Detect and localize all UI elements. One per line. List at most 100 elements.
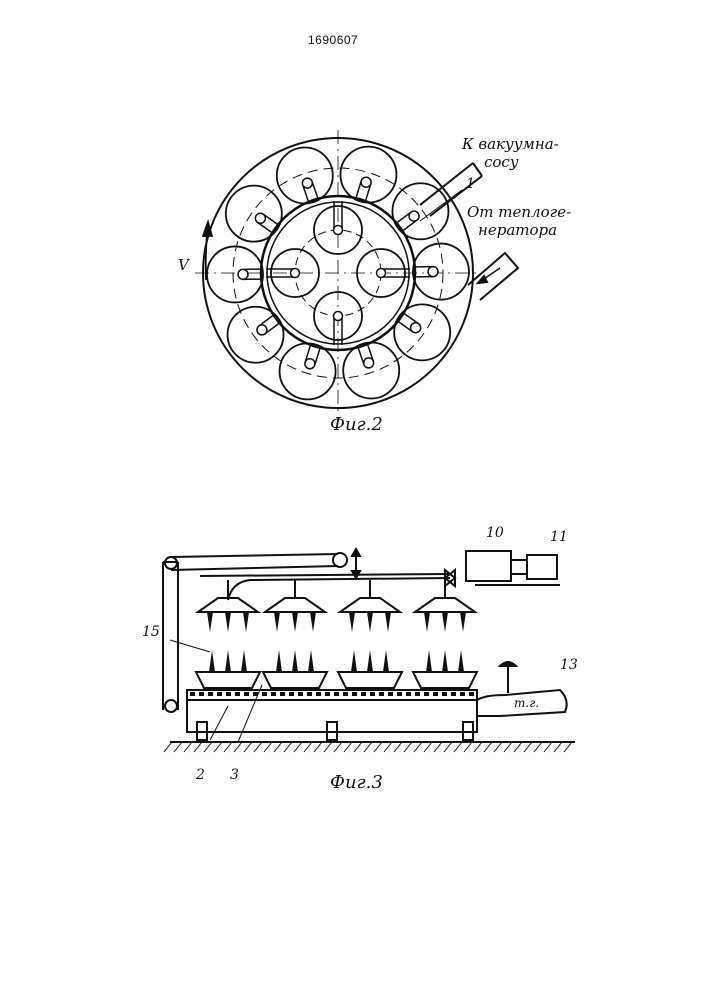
conveyor-link — [370, 692, 375, 696]
hatch-line — [324, 742, 332, 752]
hatch-line — [414, 742, 422, 752]
nozzle — [367, 612, 373, 632]
spray-head — [265, 598, 325, 612]
hatch-line — [444, 742, 452, 752]
mold-pin — [241, 650, 247, 672]
conveyor-link — [217, 692, 222, 696]
spray-head — [340, 598, 400, 612]
hatch-line — [454, 742, 462, 752]
hatch-line — [514, 742, 522, 752]
hatch-line — [164, 742, 172, 752]
conveyor-link — [469, 692, 474, 696]
mold-pin — [308, 650, 314, 672]
hatch-line — [174, 742, 182, 752]
motor-11 — [527, 555, 557, 579]
conveyor-link — [235, 692, 240, 696]
leader-line-3 — [238, 685, 262, 742]
nozzle — [310, 612, 316, 632]
mold — [413, 672, 477, 688]
mold-pin — [367, 650, 373, 672]
hatch-line — [434, 742, 442, 752]
nozzle — [385, 612, 391, 632]
hatch-line — [544, 742, 552, 752]
mold-pin — [426, 650, 432, 672]
hatch-line — [404, 742, 412, 752]
conveyor-link — [415, 692, 420, 696]
hatch-line — [374, 742, 382, 752]
conveyor-link — [190, 692, 195, 696]
conveyor-link — [316, 692, 321, 696]
hatch-line — [184, 742, 192, 752]
conveyor-link — [424, 692, 429, 696]
conveyor-link — [442, 692, 447, 696]
conveyor-link — [433, 692, 438, 696]
spray-heads — [198, 580, 475, 632]
hatch-line — [424, 742, 432, 752]
conveyor-link — [199, 692, 204, 696]
figure-3-caption: Фиг.3 — [330, 774, 383, 792]
conveyor-link — [298, 692, 303, 696]
mold-pin — [292, 650, 298, 672]
conveyor-link — [379, 692, 384, 696]
mold-pin — [458, 650, 464, 672]
conveyor-2 — [187, 700, 477, 732]
hatch-line — [224, 742, 232, 752]
leader-line-2 — [210, 706, 228, 740]
conveyor-link — [289, 692, 294, 696]
conveyor-link — [262, 692, 267, 696]
conveyor-link — [280, 692, 285, 696]
hatch-line — [214, 742, 222, 752]
mold-pin — [383, 650, 389, 672]
hatch-line — [494, 742, 502, 752]
mold — [196, 672, 260, 688]
nozzle — [207, 612, 213, 632]
nozzle — [292, 612, 298, 632]
hatch-line — [294, 742, 302, 752]
hatch-line — [474, 742, 482, 752]
hatch-line — [274, 742, 282, 752]
conveyor-link — [325, 692, 330, 696]
part-number-2: 2 — [196, 768, 205, 782]
nozzle — [424, 612, 430, 632]
hatch-line — [504, 742, 512, 752]
hatch-line — [384, 742, 392, 752]
leader-line-15 — [170, 640, 210, 652]
conveyor-link — [460, 692, 465, 696]
spray-head — [415, 598, 475, 612]
hatch-line — [364, 742, 372, 752]
hatch-line — [534, 742, 542, 752]
hatch-line — [464, 742, 472, 752]
nozzle — [460, 612, 466, 632]
mold-pin — [276, 650, 282, 672]
hatch-line — [484, 742, 492, 752]
part-number-10: 10 — [486, 526, 504, 540]
hatch-line — [344, 742, 352, 752]
conveyor-link — [208, 692, 213, 696]
conveyor-link — [397, 692, 402, 696]
hatch-line — [354, 742, 362, 752]
hatch-line — [284, 742, 292, 752]
conveyor-link — [334, 692, 339, 696]
hatch-line — [254, 742, 262, 752]
nozzle — [274, 612, 280, 632]
hatch-line — [554, 742, 562, 752]
conveyor-link — [343, 692, 348, 696]
part-number-3: 3 — [230, 768, 239, 782]
mold — [338, 672, 402, 688]
hatch-line — [394, 742, 402, 752]
part-number-15: 15 — [142, 625, 160, 639]
hatch-line — [334, 742, 342, 752]
nozzle — [225, 612, 231, 632]
mold-pin — [351, 650, 357, 672]
conveyor-link — [406, 692, 411, 696]
conveyor-link — [226, 692, 231, 696]
hatch-line — [564, 742, 572, 752]
nozzle — [243, 612, 249, 632]
mold-pin — [225, 650, 231, 672]
hatch-line — [204, 742, 212, 752]
conveyor-link — [307, 692, 312, 696]
hatch-line — [314, 742, 322, 752]
conveyor-link — [352, 692, 357, 696]
